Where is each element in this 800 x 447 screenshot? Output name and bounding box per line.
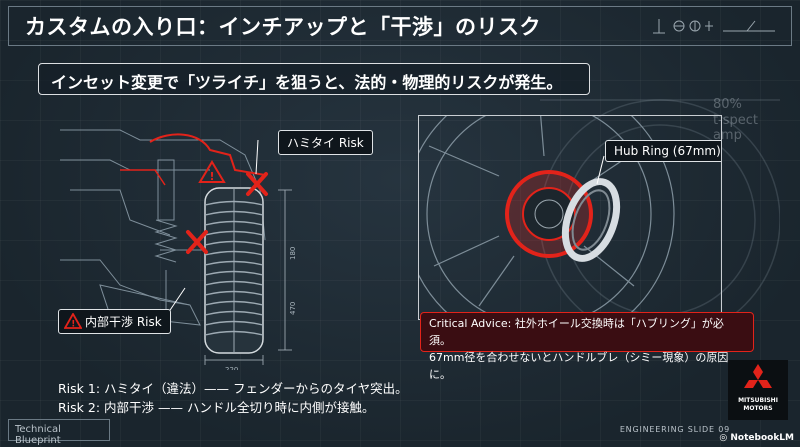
notebooklm-text: NotebookLM xyxy=(730,433,794,443)
background-text-1: 80% xyxy=(712,97,742,112)
svg-text:!: ! xyxy=(210,170,215,183)
brand-logo: MITSUBISHI MOTORS xyxy=(728,360,788,420)
critical-advice-box: Critical Advice: 社外ホイール交換時は「ハブリング」が必須。 6… xyxy=(420,312,754,381)
hub-ring-diagram xyxy=(419,116,675,319)
warning-triangle-icon: ! xyxy=(64,313,82,329)
background-text-3: amp xyxy=(712,128,742,144)
interference-x-icon-lower xyxy=(186,230,208,254)
blueprint-symbols-icon xyxy=(653,19,775,34)
hub-ring-text: Hub Ring (67mm) xyxy=(614,144,721,158)
risk-2-text: Risk 2: 内部干渉 —— ハンドル全切り時に内側が接触。 xyxy=(58,400,375,415)
background-annotation: 80% t-spect amp xyxy=(713,97,758,144)
logo-text-line-2: MOTORS xyxy=(743,405,773,412)
fender-line xyxy=(149,133,266,176)
risk-1-text: Risk 1: ハミタイ（違法）—— フェンダーからのタイヤ突出。 xyxy=(58,381,408,396)
suspension-diagram: 180 470 220 ! xyxy=(60,129,297,370)
footer-slide-number: ENGINEERING SLIDE 09 xyxy=(619,425,730,434)
critical-advice-line-1: Critical Advice: 社外ホイール交換時は「ハブリング」が必須。 xyxy=(429,317,724,347)
notebooklm-icon: ◎ xyxy=(719,433,731,443)
hub-ring-label: Hub Ring (67mm) xyxy=(605,140,721,162)
slide-subtitle: インセット変更で「ツライチ」を狙うと、法的・物理的リスクが発生。 xyxy=(51,73,563,92)
interference-x-icon xyxy=(246,172,268,196)
naibu-risk-label: ! 内部干渉 Risk xyxy=(58,309,171,334)
hub-ring xyxy=(561,178,621,262)
logo-text-line-1: MITSUBISHI xyxy=(738,397,778,404)
tire xyxy=(204,187,264,354)
dim-label-height: 180 xyxy=(289,247,297,260)
hub-ring-panel: Hub Ring (67mm) xyxy=(418,115,722,320)
critical-advice-line-2: 67mm径を合わせないとハンドルブレ（シミー現象）の原因に。 xyxy=(429,351,729,381)
background-text-2: t-spect xyxy=(712,112,758,128)
title-bar: カスタムの入り口：インチアップと「干渉」のリスク xyxy=(8,6,792,46)
slide-title: カスタムの入り口：インチアップと「干渉」のリスク xyxy=(25,15,541,39)
hamitai-risk-label: ハミタイ Risk xyxy=(278,130,373,155)
svg-text:!: ! xyxy=(71,320,75,330)
dim-label-lower: 470 xyxy=(289,302,297,315)
naibu-risk-text: 内部干渉 Risk xyxy=(85,315,162,329)
footer-left-label: Technical Blueprint xyxy=(8,419,110,446)
notebooklm-watermark: ◎ NotebookLM xyxy=(719,433,794,443)
hamitai-risk-text: ハミタイ Risk xyxy=(287,136,364,150)
subtitle-box: インセット変更で「ツライチ」を狙うと、法的・物理的リスクが発生。 xyxy=(38,63,590,95)
dim-label-width: 220 xyxy=(225,366,238,370)
warning-triangle-icon: ! xyxy=(198,160,226,183)
three-diamonds-logo-icon xyxy=(744,364,772,388)
